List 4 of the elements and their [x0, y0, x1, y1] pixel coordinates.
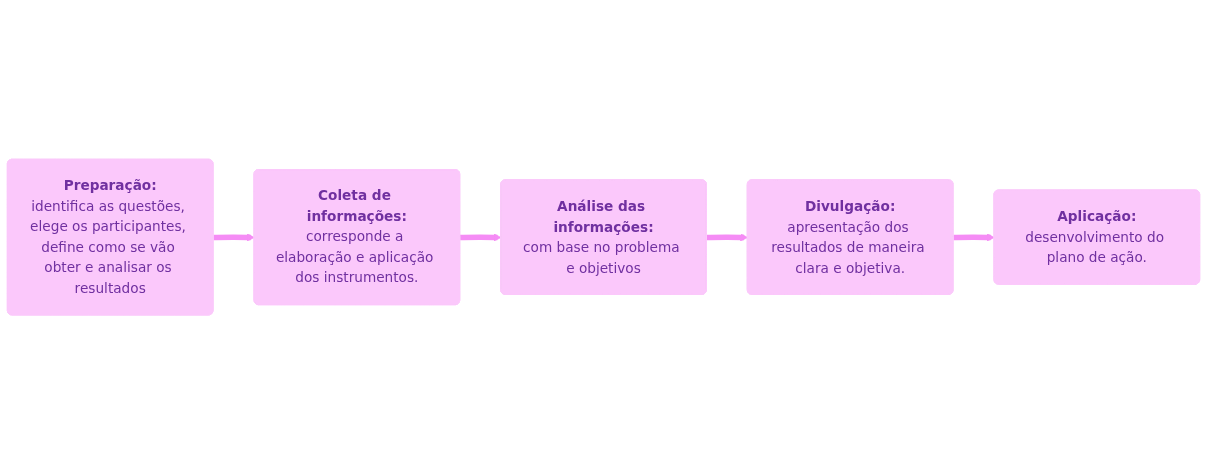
arrow [460, 233, 502, 242]
arrow [706, 233, 749, 242]
arrow [953, 233, 995, 242]
arrow [213, 233, 255, 242]
